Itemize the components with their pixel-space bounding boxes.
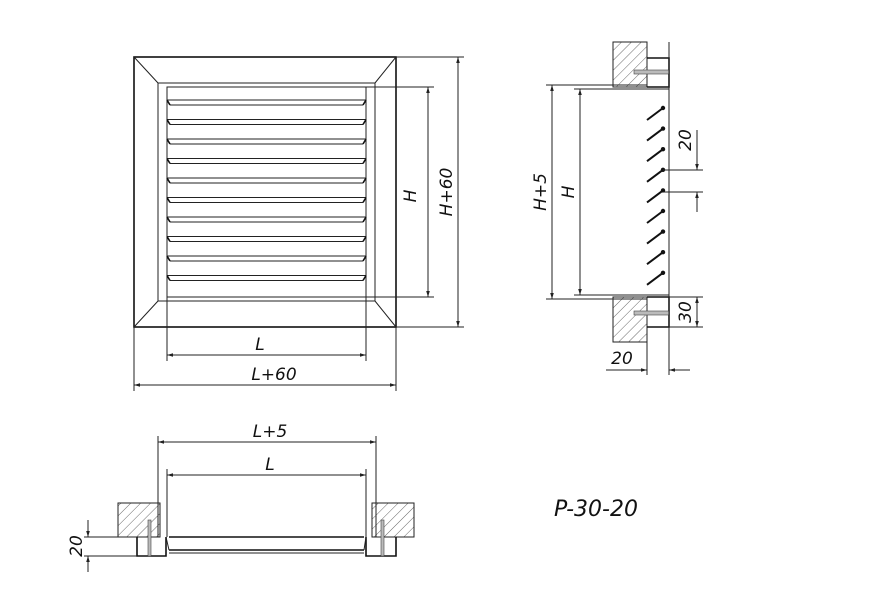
front-louver [166, 236, 367, 242]
front-louver [166, 119, 367, 125]
plan-view: L+5 L 20 [67, 422, 415, 572]
side-louvers [646, 105, 666, 286]
side-louver [646, 229, 666, 245]
side-louver [646, 147, 666, 162]
side-louver [646, 270, 666, 286]
wall-left [117, 502, 161, 538]
wall-right [371, 502, 415, 538]
inner-opening [166, 86, 367, 298]
dim-l5-label: L+5 [253, 422, 288, 442]
dim-h5-label: H+5 [531, 173, 551, 211]
side-view: H+5 H 20 30 20 [531, 41, 703, 375]
side-louver [646, 105, 666, 121]
side-louver [646, 208, 666, 224]
front-louver [166, 158, 367, 164]
front-louver [166, 197, 367, 203]
model-label: P-30-20 [554, 497, 638, 522]
dim-l60-label: L+60 [251, 365, 296, 385]
front-louver [166, 255, 367, 262]
plan-dim-depth-label: 20 [67, 535, 87, 557]
dim-l-label: L [255, 335, 264, 355]
side-louver [646, 126, 666, 142]
dim-frame-label: 30 [676, 301, 696, 323]
front-louver [166, 177, 367, 184]
front-louver [166, 216, 367, 223]
outer-frame [133, 56, 397, 328]
front-louver [166, 99, 367, 106]
front-louver [166, 138, 367, 145]
side-louver [646, 250, 666, 266]
dim-h60-label: H+60 [437, 168, 457, 217]
dim-pitch-label: 20 [676, 129, 696, 151]
plan-dim-l-label: L [265, 455, 274, 475]
wall-bottom [612, 296, 648, 343]
side-louver [646, 188, 666, 204]
side-louver [646, 167, 666, 183]
dim-depth-label: 20 [611, 349, 633, 369]
dim-h-label: H [401, 189, 421, 202]
side-dim-h-label: H [559, 185, 579, 198]
front-louvers [166, 99, 367, 281]
wall-top [612, 41, 648, 88]
front-view: H H+60 L L+60 [133, 56, 464, 391]
front-louver [166, 275, 367, 281]
